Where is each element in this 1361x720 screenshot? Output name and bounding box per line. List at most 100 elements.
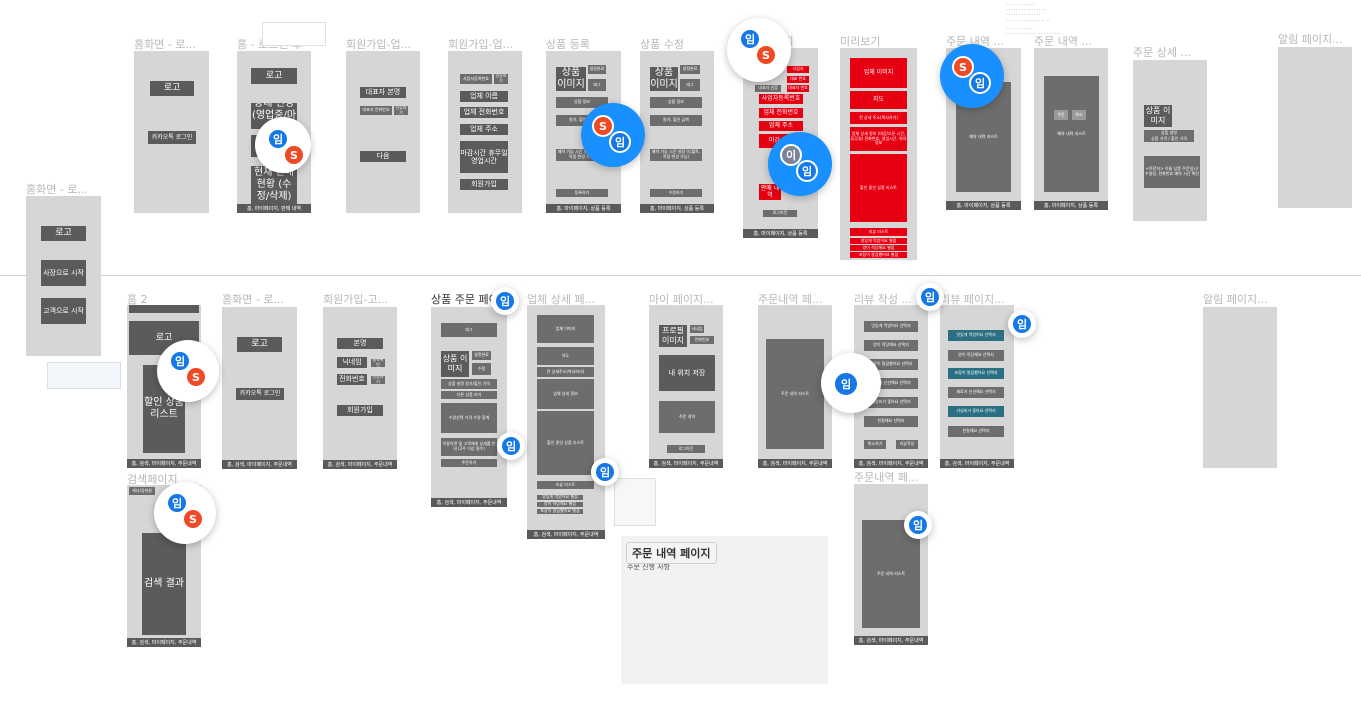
done-button: 설정완료: [680, 65, 700, 74]
edit-button: 수정: [472, 363, 491, 375]
avatar: S: [185, 366, 207, 388]
field-box: 대표자 번호: [787, 85, 809, 92]
frame-title[interactable]: 알림 페이지...: [1203, 291, 1278, 307]
verify-button: 인증하기: [394, 106, 408, 115]
field-box: 사업자: [787, 66, 809, 73]
avatar: 임: [833, 371, 859, 397]
frame-product-edit[interactable]: 상품 이미지 설정완료 태그 상품 정보 원가, 할인 금액 예약 가능 시간 …: [640, 51, 714, 213]
avatar: S: [952, 56, 974, 78]
bottom-nav: 홈, 마이페이지, 상품 등록: [546, 204, 621, 213]
frame-customer-order-history-2[interactable]: 주문 내역 리스트 홈, 검색, 마이페이지, 주문내역: [854, 484, 928, 645]
frame-notification-owner[interactable]: [1278, 47, 1352, 208]
product-desc-box: 상품 설명 원가/할인 가격: [441, 379, 497, 389]
collaborator-cursor: S 임: [940, 44, 1004, 108]
bottom-nav: 홈, 검색, 마이페이지, 주문내역: [127, 459, 201, 468]
frame-title[interactable]: 상품 수정: [640, 36, 715, 52]
frame-owner-home-login[interactable]: 로고 카카오톡 로그인: [134, 51, 209, 213]
frame-title[interactable]: 홈화면 - 로...: [134, 36, 209, 52]
orderer-info-box: <주문자> 이름 상품 주문일시/수령일, 전화번호 예약 시간 확인: [1144, 156, 1200, 188]
avatar: 임: [907, 514, 929, 536]
frame-title-start[interactable]: 홈화면 - 로...: [26, 181, 106, 197]
product-image-box: 상품 이미지: [1144, 105, 1172, 127]
frame-customer-mypage[interactable]: 프로필 이미지 닉네임 전화번호 내 위치 저장 주문 내역 로그아웃 홈, 검…: [649, 305, 723, 468]
address-box: 전 상세 주소(복사하기): [850, 112, 907, 124]
collaborator-cursor: 임: [1008, 310, 1036, 338]
product-image-box: 상품 이미지: [441, 351, 469, 377]
done-button: 설정완료: [472, 351, 491, 360]
tag-box: 태그: [441, 323, 497, 337]
frame-notification-customer[interactable]: [1203, 307, 1277, 468]
profile-image-box: 프로필 이미지: [659, 325, 687, 347]
frame-owner-signup-1[interactable]: 대표자 본명 대표자 전화번호 인증하기 다음: [346, 51, 420, 213]
duplicate-check-button: 중복확인: [371, 359, 385, 367]
rating-box: 맛있게 먹었어요 별점: [537, 495, 583, 500]
rating-box: 포장이 깔끔했어요 별점: [537, 509, 583, 514]
collaborator-cursor: S 임: [581, 103, 645, 167]
map-box: 지도: [537, 347, 594, 365]
bottom-nav: 홈, 검색, 마이페이지, 주문내역: [649, 459, 723, 468]
bottom-nav: 홈, 검색, 마이페이지, 주문내역: [222, 460, 297, 469]
avatar: S: [182, 508, 204, 530]
frame-title[interactable]: 상품 등록: [546, 36, 621, 52]
frame-review-page[interactable]: 맛있게 먹었어요 선택지 양이 적당해요 선택지 포장이 깔끔했어요 선택지 재…: [940, 305, 1014, 468]
shop-address-box: 업체 주소: [759, 121, 803, 131]
biz-number-box: 사업자등록번호: [460, 74, 492, 84]
canvas-divider: [0, 275, 1361, 276]
order-list-box: 주문 내역 리스트: [766, 339, 824, 449]
frame-title[interactable]: 회원가입-업...: [448, 36, 522, 52]
frame-preview[interactable]: 업체 이미지 지도 전 상세 주소(복사하기) 업체 상세 정보 (마감/오픈 …: [840, 48, 917, 260]
frame-title[interactable]: 홈화면 - 로...: [222, 291, 297, 307]
avatar: S: [755, 44, 777, 66]
bottom-nav: 홈, 마이페이지, 상품 등록: [743, 229, 818, 238]
kakao-login-box: 카카오톡 로그인: [236, 388, 284, 400]
field-box: 대표자 인증: [755, 85, 781, 92]
collaborator-cursor: 임: [497, 432, 525, 460]
bottom-nav: 홈, 검색, 마이페이지, 주문내역: [431, 498, 507, 507]
phone-box: 전화번호: [337, 374, 367, 385]
frame-title[interactable]: 회원가입-고...: [323, 291, 398, 307]
customer-start-box: 고객으로 시작: [41, 298, 86, 324]
frame-customer-login[interactable]: 로고 카카오톡 로그인 홈, 검색, 마이페이지, 주문내역: [222, 307, 297, 469]
logo-box: 로고: [237, 337, 282, 352]
frame-order-detail[interactable]: 상품 이미지 상품 설명 상품 가격 / 할인 가격 <주문자> 이름 상품 주…: [1133, 60, 1207, 221]
reservation-time-box: 예약 가능 시간 설정 (디폴트, 직접 변경 가능): [650, 149, 702, 161]
frame-title[interactable]: 알림 페이지...: [1278, 31, 1353, 47]
frame-product-order[interactable]: 태그 상품 이미지 설정완료 수정 상품 설명 원가/할인 가격 다른 상품 보…: [431, 307, 507, 507]
frame-customer-signup[interactable]: 본명 닉네임 중복확인 전화번호 인증하기 회원가입 홈, 검색, 마이페이지,…: [323, 307, 397, 469]
frame-title[interactable]: 회원가입-업...: [346, 36, 420, 52]
product-price-box: 상품 가격 / 할인 가격: [1144, 136, 1194, 142]
bottom-nav: 홈, 마이페이지, 상품 등록: [1034, 201, 1108, 210]
price-box: 원가, 할인 금액: [650, 115, 702, 126]
review-option-selected: 맛있게 먹었어요 선택지: [948, 330, 1004, 341]
reservation-list-box: 예약 내역 리스트: [1044, 76, 1099, 192]
frame-order-history-owner-2[interactable]: 예약 내역 리스트 주문 취소 홈, 마이페이지, 상품 등록: [1034, 48, 1108, 210]
frame-title[interactable]: 주문내역 페...: [854, 469, 929, 485]
discount-list-box: 할인 중인 상품 리스트: [850, 154, 907, 222]
tag-box: 태그: [588, 79, 606, 91]
hours-box: 마감시간 휴무일 영업시간: [460, 141, 508, 173]
bottom-nav: 홈, 검색, 마이페이지, 주문내역: [758, 459, 832, 468]
avatar: 임: [594, 461, 616, 483]
next-box: 다음: [360, 151, 406, 162]
owner-name-box: 대표자 본명: [360, 87, 406, 98]
avatar: S: [592, 115, 614, 137]
bottom-nav: 홈, 검색, 마이페이지, 주문내역: [127, 638, 201, 647]
product-image-box: 상품 이미지: [556, 67, 586, 91]
frame-title[interactable]: 주문 상세 ...: [1133, 44, 1208, 60]
logo-box: 로고: [41, 226, 86, 241]
frame-title[interactable]: 미리보기: [840, 33, 917, 49]
collaborator-cursor: 임 S: [255, 117, 311, 173]
frame-shop-detail[interactable]: 업체 이미지 지도 전 상세주소(복사하기) 업체 상세 정보 할인 중인 상품…: [527, 305, 605, 539]
logout-box: 로그아웃: [763, 210, 797, 217]
collaborator-cursor: 임 S: [727, 18, 791, 82]
collaborator-cursor: 임: [491, 287, 519, 315]
rating-box: 맛있게 먹었어요 별점: [850, 238, 907, 244]
avatar: 임: [796, 160, 818, 182]
avatar: S: [283, 144, 305, 166]
frame-owner-signup-2[interactable]: 사업자등록번호 인증하기 업체 이름 업체 전화번호 업체 주소 마감시간 휴무…: [448, 51, 522, 213]
other-products-box: 다른 상품 보기: [441, 391, 497, 399]
collaborator-cursor: 이 임: [768, 132, 832, 196]
frame-start[interactable]: 로고 사장으로 시작 고객으로 시작: [26, 196, 101, 356]
bottom-nav: 홈, 검색, 마이페이지, 주문내역: [323, 460, 397, 469]
collaborator-cursor: 임 S: [157, 340, 219, 402]
